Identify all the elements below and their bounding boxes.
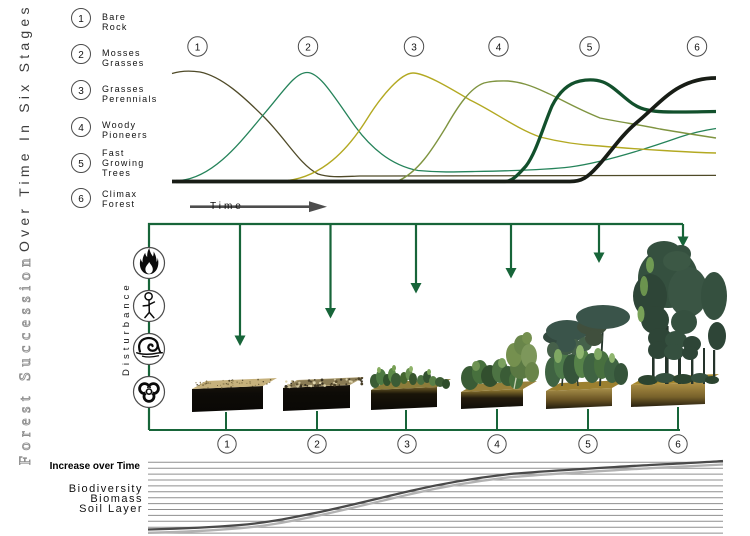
svg-text:Forest Succession: Forest Succession	[17, 253, 34, 465]
svg-text:5: 5	[587, 42, 593, 53]
svg-text:2: 2	[78, 50, 84, 61]
svg-text:Growing: Growing	[102, 158, 145, 168]
svg-text:2: 2	[314, 440, 320, 451]
svg-text:1: 1	[195, 42, 201, 53]
svg-text:5: 5	[585, 440, 591, 451]
svg-text:Forest: Forest	[102, 199, 135, 209]
svg-text:3: 3	[404, 440, 410, 451]
svg-text:Trees: Trees	[102, 168, 131, 178]
svg-text:1: 1	[78, 14, 84, 25]
svg-text:5: 5	[78, 159, 84, 170]
svg-text:Grasses: Grasses	[102, 58, 145, 68]
svg-text:Biodiversity: Biodiversity	[69, 483, 143, 495]
svg-text:4: 4	[494, 440, 500, 451]
svg-text:Time: Time	[210, 201, 244, 212]
svg-text:Pioneers: Pioneers	[102, 130, 148, 140]
svg-text:2: 2	[305, 42, 311, 53]
svg-text:Woody: Woody	[102, 120, 136, 130]
svg-text:Disturbance: Disturbance	[121, 281, 132, 376]
svg-text:3: 3	[411, 42, 417, 53]
svg-text:4: 4	[496, 42, 502, 53]
svg-text:Biomass: Biomass	[90, 493, 143, 505]
svg-text:4: 4	[78, 123, 84, 134]
svg-text:Perennials: Perennials	[102, 94, 158, 104]
svg-text:Grasses: Grasses	[102, 84, 145, 94]
svg-text:6: 6	[694, 42, 700, 53]
svg-text:Increase over Time: Increase over Time	[50, 461, 141, 472]
svg-text:6: 6	[78, 194, 84, 205]
svg-text:Soil Layer: Soil Layer	[79, 503, 143, 515]
svg-text:Mosses: Mosses	[102, 48, 141, 58]
svg-text:Fast: Fast	[102, 148, 125, 158]
svg-text:Bare: Bare	[102, 12, 126, 22]
svg-text:Rock: Rock	[102, 22, 128, 32]
svg-text:6: 6	[675, 440, 681, 451]
svg-text:1: 1	[224, 440, 230, 451]
svg-text:Climax: Climax	[102, 189, 137, 199]
svg-text:Over Time In Six Stages: Over Time In Six Stages	[16, 3, 32, 252]
svg-text:3: 3	[78, 86, 84, 97]
